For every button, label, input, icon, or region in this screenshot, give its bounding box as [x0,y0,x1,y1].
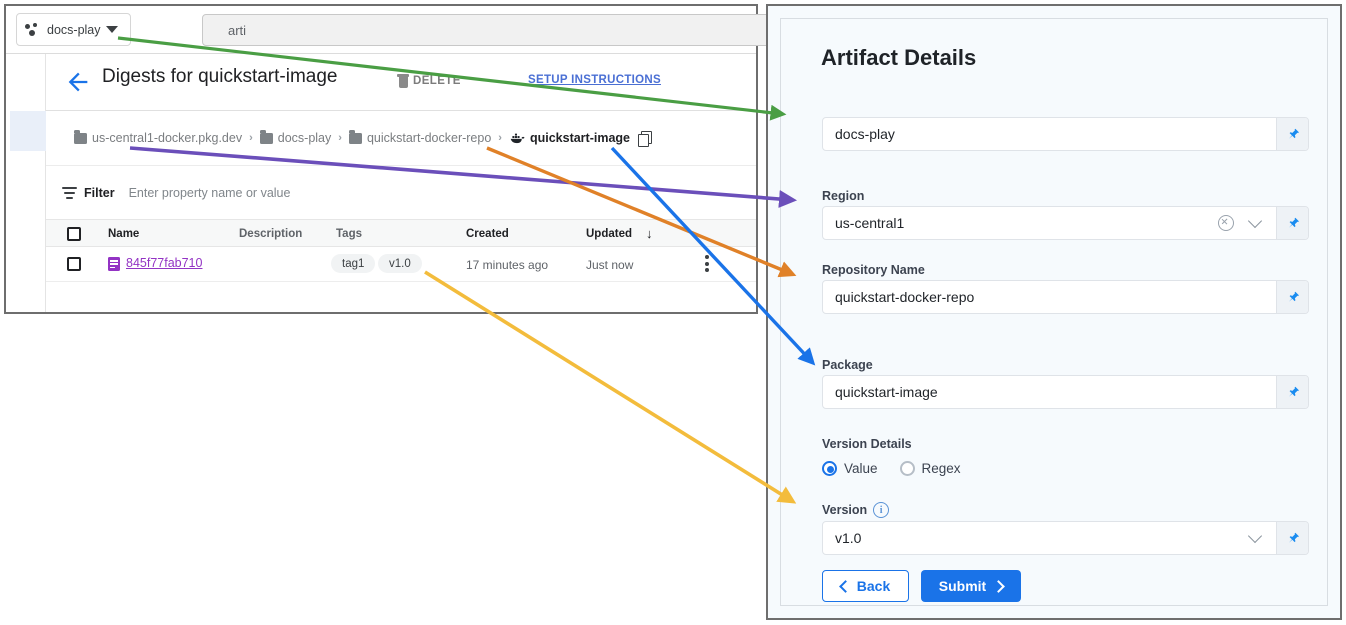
column-header-updated[interactable]: Updated [586,228,632,240]
row-checkbox[interactable] [67,257,81,271]
version-label-text: Version [822,503,868,517]
column-header-description[interactable]: Description [239,228,303,240]
artifact-details-panel: Artifact Details docs-play Region us-cen… [766,4,1342,620]
chevron-right-icon [992,579,1006,593]
version-field[interactable]: v1.0 [822,521,1309,555]
search-input-value: arti [228,22,247,38]
pin-icon[interactable] [1276,207,1308,239]
submit-button-label: Submit [938,578,987,594]
breadcrumb-separator: › [249,132,253,144]
column-header-name[interactable]: Name [108,228,140,240]
project-dots-icon [25,22,41,37]
breadcrumb-item-repository[interactable]: quickstart-docker-repo [348,130,492,145]
project-field[interactable]: docs-play [822,117,1309,151]
radio-value[interactable] [822,461,837,476]
version-label: Version i [822,502,890,518]
search-input[interactable]: arti [202,14,777,46]
nav-rail-active-item[interactable] [10,111,46,151]
copy-icon[interactable] [638,130,652,147]
filter-input[interactable]: Enter property name or value [128,185,291,200]
chevron-left-icon [838,579,852,593]
column-header-tags[interactable]: Tags [336,228,362,240]
kebab-menu-icon[interactable] [699,255,715,273]
panel-title: Artifact Details [821,45,977,70]
back-arrow-icon[interactable] [64,68,92,96]
filter-bar: Filter Enter property name or value [46,166,756,219]
package-field[interactable]: quickstart-image [822,375,1309,409]
pin-icon[interactable] [1276,522,1308,554]
setup-instructions-link[interactable]: SETUP INSTRUCTIONS [528,74,661,86]
column-header-created[interactable]: Created [466,228,509,240]
pin-icon[interactable] [1276,376,1308,408]
docker-whale-icon [510,133,525,143]
region-label: Region [822,189,865,203]
sort-descending-icon[interactable]: ↓ [646,226,653,241]
pin-icon[interactable] [1276,118,1308,150]
table-row[interactable]: 845f77fab710 tag1 v1.0 17 minutes ago Ju… [46,247,756,282]
cell-created: 17 minutes ago [466,258,549,272]
tag-chip[interactable]: v1.0 [378,254,422,273]
repository-name-label: Repository Name [822,263,925,277]
page-title: Digests for quickstart-image [102,66,338,87]
version-field-value: v1.0 [835,530,862,546]
breadcrumb-item-image[interactable]: quickstart-image [509,131,630,145]
repository-name-value: quickstart-docker-repo [835,289,975,305]
breadcrumb-label: quickstart-image [529,131,630,145]
region-field[interactable]: us-central1 [822,206,1309,240]
breadcrumb-separator: › [498,132,502,144]
trash-icon [397,74,409,88]
pin-icon[interactable] [1276,281,1308,313]
filter-icon[interactable] [62,186,77,199]
version-details-radio-group: Value Regex [822,461,983,476]
chevron-down-icon[interactable] [1247,528,1263,544]
digest-name-link[interactable]: 845f77fab710 [126,256,203,270]
folder-icon [259,130,273,144]
delete-button-label: DELETE [413,75,461,87]
breadcrumb: us-central1-docker.pkg.dev › docs-play ›… [46,111,756,166]
cell-updated: Just now [586,258,634,272]
info-icon[interactable]: i [873,502,890,518]
radio-regex-label[interactable]: Regex [921,461,961,476]
tag-chip[interactable]: tag1 [331,254,376,273]
filter-label: Filter [84,185,115,200]
delete-button[interactable]: DELETE [397,74,461,88]
version-details-label: Version Details [822,437,912,451]
breadcrumb-separator: › [338,132,342,144]
back-button[interactable]: Back [822,570,909,602]
gcp-console-window: docs-play arti Digests for quickstart-im… [4,4,777,314]
region-field-value: us-central1 [835,215,905,231]
console-top-bar: docs-play arti [6,6,777,54]
breadcrumb-label: us-central1-docker.pkg.dev [92,131,243,145]
breadcrumb-item-project[interactable]: docs-play [259,130,332,145]
package-field-value: quickstart-image [835,384,938,400]
chevron-down-icon[interactable] [1247,213,1263,229]
breadcrumb-item-registry[interactable]: us-central1-docker.pkg.dev [74,130,243,145]
submit-button[interactable]: Submit [921,570,1021,602]
select-all-checkbox[interactable] [67,227,81,241]
page-header: Digests for quickstart-image DELETE SETU… [46,54,756,111]
project-selector-label: docs-play [47,22,101,37]
artifact-details-body: Artifact Details docs-play Region us-cen… [780,18,1328,606]
radio-regex[interactable] [899,461,915,476]
breadcrumb-label: quickstart-docker-repo [366,131,492,145]
folder-icon [74,130,87,144]
radio-value-label[interactable]: Value [844,461,878,476]
left-nav-rail [6,54,46,312]
back-button-label: Back [856,578,891,594]
project-selector[interactable]: docs-play [16,13,131,46]
breadcrumb-label: docs-play [277,131,332,145]
chevron-down-icon [105,26,118,33]
project-field-value: docs-play [835,126,895,142]
package-label: Package [822,358,873,372]
repository-name-field[interactable]: quickstart-docker-repo [822,280,1309,314]
folder-icon [348,130,362,144]
digest-doc-icon [108,257,120,271]
table-header-row: Name Description Tags Created Updated ↓ [46,219,756,247]
clear-icon[interactable] [1218,215,1234,231]
